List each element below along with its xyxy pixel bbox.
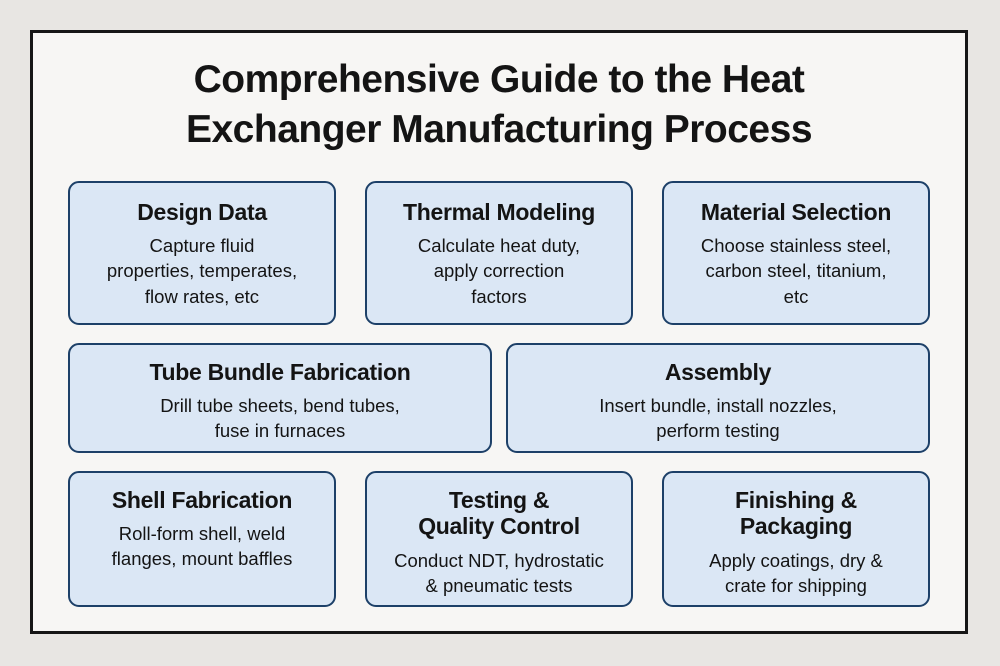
step-description: Roll-form shell, weld flanges, mount baf… [111,523,293,570]
step-title: Shell Fabrication [111,486,293,513]
step-description: Choose stainless steel, carbon steel, ti… [700,235,892,307]
diagram-title: Comprehensive Guide to the Heat Exchange… [185,58,813,151]
step-card-material-selection: Material Selection Choose stainless stee… [662,180,930,325]
step-card-design-data: Design Data Capture fluid properties, te… [68,180,336,325]
process-row-2: Tube Bundle Fabrication Drill tube sheet… [68,342,930,453]
step-title: Finishing & Packaging [735,486,857,540]
step-description: Conduct NDT, hydrostatic & pneumatic tes… [394,549,604,596]
step-card-thermal-modeling: Thermal Modeling Calculate heat duty, ap… [365,180,633,325]
step-card-finishing-packaging: Finishing & Packaging Apply coatings, dr… [662,470,930,607]
step-card-assembly: Assembly Insert bundle, install nozzles,… [506,342,930,453]
step-card-tube-bundle-fabrication: Tube Bundle Fabrication Drill tube sheet… [68,342,492,453]
process-row-1: Design Data Capture fluid properties, te… [68,180,930,325]
step-title: Thermal Modeling [403,198,595,225]
process-row-3: Shell Fabrication Roll-form shell, weld … [68,470,930,607]
step-title: Tube Bundle Fabrication [149,358,411,385]
step-title: Assembly [664,358,772,385]
step-description: Calculate heat duty, apply correction fa… [417,235,581,307]
step-title: Material Selection [700,198,892,225]
diagram-frame: Comprehensive Guide to the Heat Exchange… [30,30,968,634]
step-description: Capture fluid properties, temperates, fl… [106,235,298,307]
step-title: Testing & Quality Control [418,486,580,540]
step-card-shell-fabrication: Shell Fabrication Roll-form shell, weld … [68,470,336,607]
step-description: Drill tube sheets, bend tubes, fuse in f… [160,395,400,442]
step-description: Apply coatings, dry & crate for shipping [709,549,883,596]
step-description: Insert bundle, install nozzles, perform … [599,395,837,442]
step-card-testing-quality-control: Testing & Quality Control Conduct NDT, h… [365,470,633,607]
step-title: Design Data [137,198,267,225]
